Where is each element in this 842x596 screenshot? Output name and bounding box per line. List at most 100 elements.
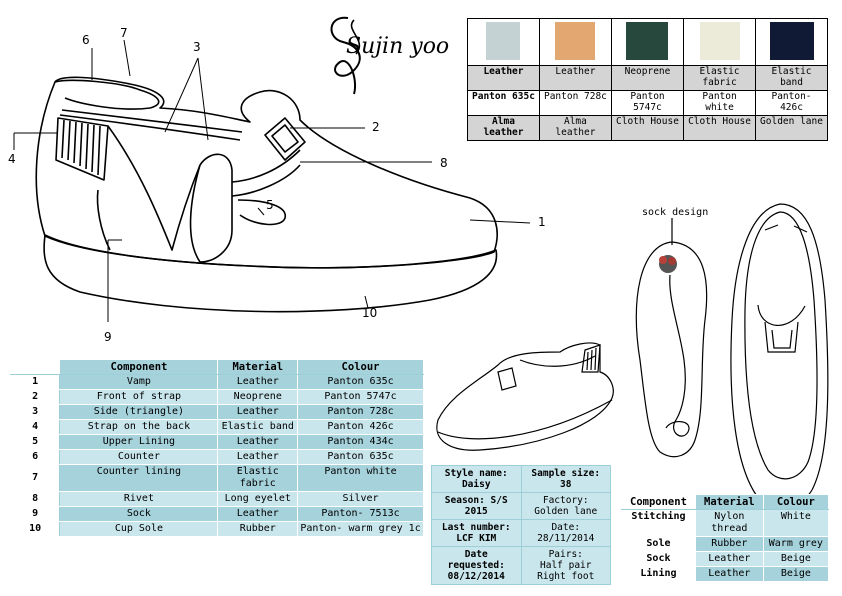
last-number-cell: Last number:LCF KIM <box>431 519 522 547</box>
colour-name: Beige <box>762 566 830 582</box>
colour-name: Panton 5747c <box>297 389 424 405</box>
colour-name: Panton- 7513c <box>297 506 424 522</box>
header-material: Material <box>694 494 764 510</box>
callout-10: 10 <box>362 306 378 320</box>
brand-monogram <box>330 16 361 95</box>
swatch-material: Leather <box>467 65 540 91</box>
date-label: Date: <box>551 522 581 533</box>
sample-size-label: Sample size: <box>531 468 601 479</box>
table-header-row: Component Material Colour <box>621 494 830 510</box>
swatch-colour: Panton white <box>683 90 757 116</box>
row-number: 9 <box>9 506 61 522</box>
swatch-supplier: Alma leather <box>467 115 540 141</box>
swatch <box>538 18 612 66</box>
callout-9: 9 <box>104 330 112 344</box>
component-name: Cup Sole <box>59 521 219 537</box>
component-name: Sole <box>621 536 696 552</box>
callout-8: 8 <box>440 156 448 170</box>
component-name: Vamp <box>59 374 219 390</box>
factory-value: Golden lane <box>534 506 598 517</box>
row-number: 5 <box>9 434 61 450</box>
date-value: 28/11/2014 <box>537 533 595 544</box>
callout-7: 7 <box>120 26 128 40</box>
swatch <box>755 18 828 66</box>
swatch <box>683 18 757 66</box>
swatch-color <box>699 22 740 60</box>
swatch-colour: Panton 635c <box>467 90 540 116</box>
row-number: 8 <box>9 491 61 507</box>
info-row: Date requested:08/12/2014 Pairs:Half pai… <box>431 546 611 585</box>
material-name: Rubber <box>217 521 299 537</box>
last-number-label: Last number: <box>441 522 511 533</box>
row-number: 3 <box>9 404 61 420</box>
info-row: Last number:LCF KIM Date:28/11/2014 <box>431 519 611 547</box>
swatch-colour: Panton 728c <box>538 90 612 116</box>
callout-4: 4 <box>8 152 16 166</box>
pairs-value: Half pair Right foot <box>537 560 595 582</box>
material-name: Neoprene <box>217 389 299 405</box>
row-number: 7 <box>9 464 61 492</box>
component-name: Lining <box>621 566 696 582</box>
season-label: Season: S/S <box>444 495 508 506</box>
material-name: Elastic band <box>217 419 299 435</box>
material-name: Leather <box>217 374 299 390</box>
pairs-label: Pairs: <box>548 549 583 560</box>
component-name: Upper Lining <box>59 434 219 450</box>
swatch-material: Neoprene <box>610 65 685 91</box>
row-number: 2 <box>9 389 61 405</box>
material-name: Leather <box>217 506 299 522</box>
sample-size-cell: Sample size:38 <box>520 465 611 493</box>
callout-1: 1 <box>538 215 546 229</box>
swatch <box>467 18 540 66</box>
swatch-supplier-row: Alma leather Alma leather Cloth House Cl… <box>467 115 828 141</box>
swatch-color <box>626 22 669 60</box>
colour-name: Silver <box>297 491 424 507</box>
info-row: Style name:Daisy Sample size:38 <box>431 465 611 493</box>
swatch-supplier: Golden lane <box>755 115 828 141</box>
callout-6: 6 <box>82 33 90 47</box>
material-name: Leather <box>217 434 299 450</box>
factory-cell: Factory:Golden lane <box>520 492 611 520</box>
date-requested-cell: Date requested:08/12/2014 <box>431 546 522 585</box>
brand-logo: Sujin yoo <box>318 10 458 100</box>
material-swatch-table: Leather Leather Neoprene Elastic fabric … <box>467 18 828 141</box>
swatch-color-row <box>467 18 828 66</box>
row-number: 10 <box>9 521 61 537</box>
colour-name: Panton 728c <box>297 404 424 420</box>
sample-size-value: 38 <box>560 479 572 490</box>
date-cell: Date:28/11/2014 <box>520 519 611 547</box>
component-name: Rivet <box>59 491 219 507</box>
material-name: Nylon thread <box>694 509 764 537</box>
material-name: Leather <box>217 404 299 420</box>
component-name: Counter lining <box>59 464 219 492</box>
swatch-material: Elastic band <box>755 65 828 91</box>
colour-name: Panton 434c <box>297 434 424 450</box>
swatch-supplier: Cloth House <box>683 115 757 141</box>
colour-name: Panton 426c <box>297 419 424 435</box>
colour-name: Warm grey <box>762 536 830 552</box>
swatch-supplier: Alma leather <box>538 115 612 141</box>
swatch-material-row: Leather Leather Neoprene Elastic fabric … <box>467 65 828 91</box>
style-name-label: Style name: <box>444 468 508 479</box>
component-name: Counter <box>59 449 219 465</box>
component-name: Sock <box>621 551 696 567</box>
header-material: Material <box>217 359 299 375</box>
material-name: Leather <box>694 566 764 582</box>
colour-name: Panton 635c <box>297 449 424 465</box>
header-component: Component <box>59 359 219 375</box>
